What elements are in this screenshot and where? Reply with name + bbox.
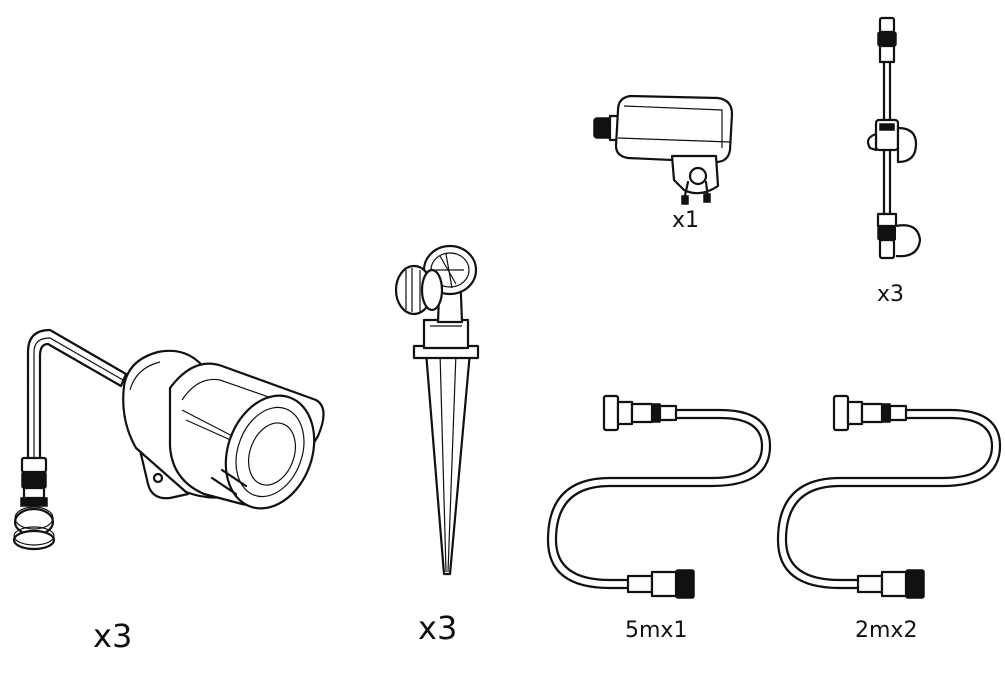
extension-cable-2m-icon — [776, 394, 1002, 599]
extension-cable-5m-icon — [546, 394, 772, 599]
spotlight-fixture-icon — [12, 328, 325, 551]
t-connector-cable-icon — [866, 16, 922, 260]
ground-spike-icon — [394, 244, 480, 576]
ground-spike-quantity-label: x3 — [418, 609, 458, 647]
spotlight-quantity-label: x3 — [93, 617, 133, 655]
cable-2m-quantity-label: 2mx2 — [855, 618, 918, 643]
power-adapter-icon — [593, 94, 734, 205]
power-adapter-quantity-label: x1 — [672, 208, 700, 233]
t-connector-quantity-label: x3 — [877, 282, 905, 307]
cable-5m-quantity-label: 5mx1 — [625, 618, 688, 643]
